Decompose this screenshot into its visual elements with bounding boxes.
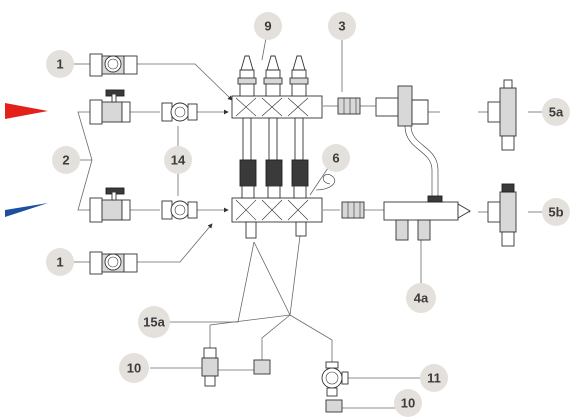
callout-5a: 5a bbox=[542, 98, 570, 126]
svg-text:1: 1 bbox=[56, 255, 63, 270]
drain-fitting-10-left bbox=[201, 347, 219, 387]
cap-fitting bbox=[253, 359, 271, 375]
ball-valve-return bbox=[89, 187, 131, 223]
svg-text:3: 3 bbox=[338, 19, 345, 34]
ball-valve-top bbox=[89, 53, 138, 77]
svg-text:9: 9 bbox=[264, 19, 271, 34]
callout-1-top: 1 bbox=[46, 50, 74, 78]
ball-valve-supply bbox=[89, 89, 131, 125]
leader-lines bbox=[74, 37, 542, 409]
callout-5b: 5b bbox=[542, 198, 570, 226]
thermometer-adapter-return bbox=[161, 200, 198, 220]
callout-9: 9 bbox=[254, 12, 282, 40]
end-cap-supply bbox=[337, 97, 361, 115]
svg-text:5b: 5b bbox=[548, 205, 563, 220]
red-flow-arrow-icon bbox=[5, 103, 48, 119]
blue-flow-arrow-icon bbox=[5, 203, 48, 217]
svg-text:11: 11 bbox=[427, 371, 441, 386]
mixing-group bbox=[375, 85, 471, 241]
callout-14: 14 bbox=[164, 146, 192, 174]
sensor-cable bbox=[315, 174, 336, 191]
svg-text:1: 1 bbox=[56, 57, 63, 72]
svg-text:4a: 4a bbox=[414, 291, 429, 306]
supply-manifold-bar bbox=[231, 55, 323, 161]
callout-6: 6 bbox=[322, 144, 350, 172]
callout-3: 3 bbox=[328, 12, 356, 40]
callout-15a: 15a bbox=[138, 306, 170, 338]
svg-text:15a: 15a bbox=[143, 315, 165, 330]
valve-5b bbox=[487, 183, 517, 247]
valve-5a bbox=[487, 79, 517, 151]
svg-text:5a: 5a bbox=[549, 105, 564, 120]
end-cap-return bbox=[341, 201, 365, 219]
svg-text:14: 14 bbox=[171, 153, 186, 168]
svg-text:6: 6 bbox=[332, 151, 339, 166]
ball-valve-bottom bbox=[89, 251, 138, 275]
callout-1-bottom: 1 bbox=[46, 248, 74, 276]
callout-10-bottom: 10 bbox=[394, 389, 422, 417]
svg-text:2: 2 bbox=[62, 153, 69, 168]
thermometer-adapter-supply bbox=[161, 102, 198, 122]
callout-10-left: 10 bbox=[119, 353, 149, 383]
callout-2: 2 bbox=[52, 146, 80, 174]
drain-fitting-10-bottom bbox=[325, 399, 343, 413]
callout-4a: 4a bbox=[406, 283, 436, 313]
svg-text:10: 10 bbox=[401, 396, 415, 411]
callout-11: 11 bbox=[420, 364, 448, 392]
thermometer-11 bbox=[321, 361, 349, 397]
svg-text:10: 10 bbox=[127, 361, 141, 376]
return-manifold-bar bbox=[231, 159, 323, 239]
